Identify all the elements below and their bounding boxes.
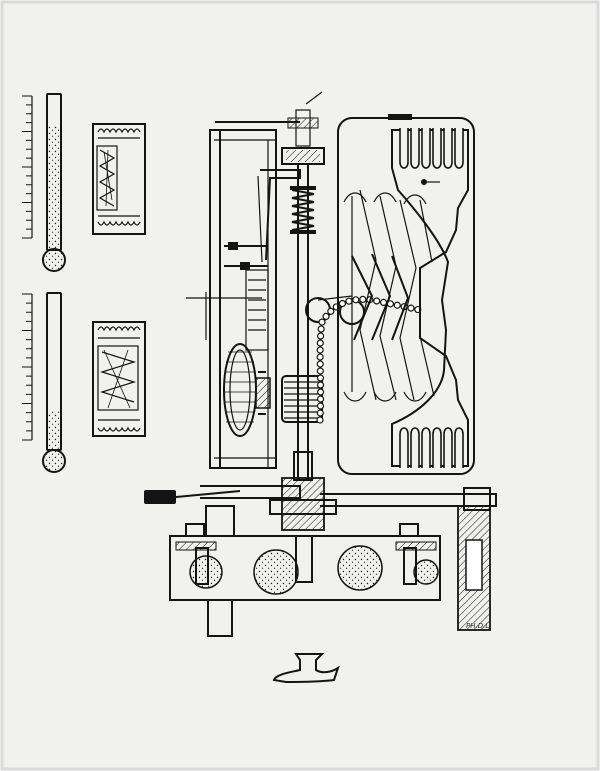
- lower-gauge-scale: [22, 293, 33, 441]
- chain-link: [317, 332, 325, 340]
- bellows-fold: [454, 128, 464, 169]
- bellows-fold: [454, 427, 464, 468]
- chain-link: [316, 416, 324, 424]
- gear-train: [186, 242, 269, 351]
- chain-link: [327, 307, 335, 315]
- chain-link: [316, 353, 324, 361]
- chain-link: [316, 367, 324, 375]
- winding-arbor: [281, 91, 325, 165]
- chain-link: [316, 381, 325, 389]
- chain-link: [338, 299, 346, 308]
- bellows-fold: [421, 427, 431, 468]
- chain-link: [316, 402, 325, 410]
- chain-link: [322, 312, 330, 320]
- bellows-panel-upper: [92, 123, 146, 235]
- chain-link: [316, 374, 325, 382]
- control-lever: [144, 485, 497, 507]
- thermometer-upper: [42, 93, 66, 272]
- chain-link: [352, 296, 360, 304]
- chain-link: [316, 346, 324, 354]
- anchor-escapement: [272, 653, 340, 684]
- chain-link: [345, 297, 353, 305]
- chain-link: [317, 325, 325, 333]
- bellows-fold: [410, 427, 420, 468]
- bellows-fold: [399, 128, 409, 169]
- chain-link: [359, 295, 367, 304]
- aneroid-capsule: [337, 114, 475, 475]
- chain-link: [318, 318, 326, 326]
- bellows-panel-lower: [92, 321, 146, 437]
- support-pillar: [205, 487, 491, 637]
- thermometer-lower: [42, 292, 66, 473]
- chain-link: [373, 297, 381, 305]
- bellows-fold: [399, 427, 409, 468]
- bellows-fold: [443, 427, 453, 468]
- chain-link: [316, 395, 325, 403]
- upper-gauge-scale: [22, 95, 33, 239]
- base-compensator: [169, 523, 441, 601]
- chain-link: [316, 339, 324, 347]
- chain-link: [407, 304, 415, 312]
- drive-chain: [316, 295, 422, 424]
- bellows-fold: [432, 427, 442, 468]
- bellows-fold: [443, 128, 453, 169]
- bellows-fold: [410, 128, 420, 169]
- chain-link: [316, 409, 324, 417]
- artist-signature: PH.D.L: [466, 622, 489, 630]
- mainspring-barrel: [223, 343, 271, 437]
- threaded-coupling: [269, 451, 337, 531]
- coil-spring: [290, 186, 316, 234]
- chain-link: [316, 388, 325, 396]
- chain-link: [393, 301, 401, 309]
- bellows-fold: [421, 128, 431, 169]
- bellows-fold: [432, 128, 442, 169]
- chain-link: [316, 360, 324, 368]
